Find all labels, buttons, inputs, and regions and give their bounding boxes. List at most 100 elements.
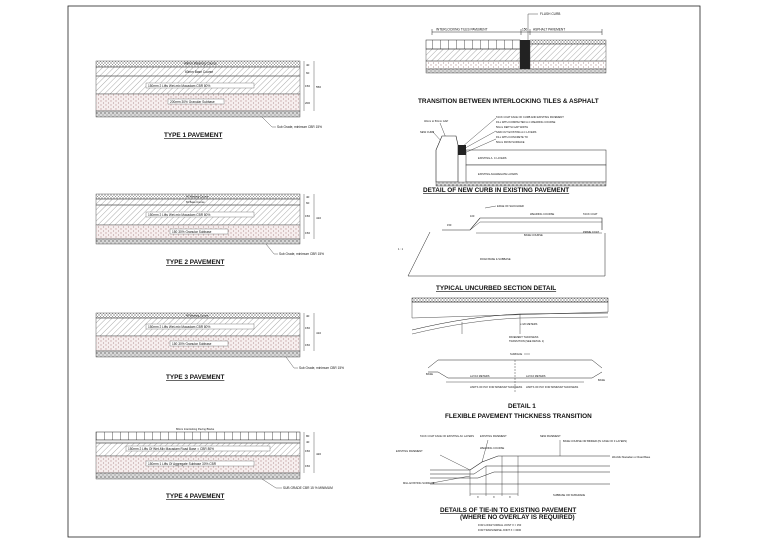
type-1-dim-total: 550 <box>316 85 321 89</box>
new-curb-layer-1: EXISTING A. C LAYERS <box>478 156 507 160</box>
type-1-dim-1: 40 <box>306 63 310 67</box>
type-2-layer-3: 150mm 2 Lifts Wet-mix Macadam CBR 80% <box>148 213 210 217</box>
uncurbed-ratio: 1 : 1 <box>398 247 404 251</box>
type-4-dim-total: 420 <box>316 452 321 456</box>
detail-1-length: L=20 METERS <box>520 322 538 326</box>
type-1-dim-4: 200 <box>305 101 310 105</box>
tiein-subtitle: (WHERE NO OVERLAY IS REQUIRED) <box>460 514 575 521</box>
type-4-dim-3: 150 <box>305 449 310 453</box>
detail-1-base-left: BASE <box>426 372 433 376</box>
type-2-dim-total: 410 <box>316 216 321 220</box>
tiein-subbase: SUBBASE OR SUBGRADE <box>553 493 585 497</box>
type-3-pavement: 40 Wearing Course 150mm 2 Lifts Wet-mix … <box>95 312 344 381</box>
detail-1-l-right: L/2=10 METERS <box>526 374 546 378</box>
detail-1-transition: TRANSITION (SEE DETAIL 1) <box>509 339 544 343</box>
tiein-tack-coat: TACK COAT FACE OF EXISTING AC LAYERS <box>420 434 474 438</box>
type-3-dim-total: 410 <box>316 331 321 335</box>
uncurbed-dim-100: 100 <box>470 214 475 218</box>
detail-1-limit-left: LIMITS OF PAY FOR MINIMUM THICKNESS <box>470 385 523 389</box>
new-curb-note-2: FILL WITH COMPACTED A.C WEARING COURSE <box>496 120 556 124</box>
detail-1-surface: SURFACE <box>510 352 523 356</box>
type-2-layer-2: 60 Base Course <box>186 200 205 204</box>
type-1-dim-3: 150 <box>305 84 310 88</box>
type-4-layer-2: 150mm 2 Lifts Of Wet-Mix Macadam Road Ba… <box>128 447 214 451</box>
type-3-title: TYPE 3 PAVEMENT <box>166 374 224 381</box>
detail-1-l-left: L/2=10 METERS <box>470 374 490 378</box>
tiein-new-pavement: NEW PAVEMENT <box>540 434 561 438</box>
type-3-dim-2: 150 <box>305 326 310 330</box>
type-4-dim-2: 40 <box>306 440 310 444</box>
detail-1-thickness: PAVEMENT THICKNESS <box>509 335 539 339</box>
uncurbed-wearing-course: WEARING COURSE <box>530 212 554 216</box>
new-curb-note-5: FILL WITH CONCRETE TO <box>496 135 528 139</box>
type-2-dim-2: 60 <box>306 201 310 205</box>
tiein-mill: MILL EXISTING SURFACE <box>403 481 435 485</box>
transition-right-label: ASPHALT PAVEMENT <box>533 28 565 32</box>
type-2-layer-4: 150 30% Granular Subbase <box>172 230 212 234</box>
new-curb-note-1: TACK COAT FACE OF CURB AND EXISTING PAVE… <box>496 115 564 119</box>
transition-left-label: INTERLOCKING TILES PAVEMENT <box>436 28 488 32</box>
uncurbed-dim-150: 150 <box>447 223 452 227</box>
new-curb-gap-label: 40mm to 50mm GAP <box>424 119 448 123</box>
new-curb-note-4: SAW CUT EXISTING A.C LAYERS <box>496 130 537 134</box>
tiein-existing-pavement-top: EXISTING PAVEMENT <box>480 434 507 438</box>
new-curb-note-6: 50mm FROM SURFACE <box>496 140 525 144</box>
type-3-layer-2: 150mm 2 Lifts Wet-mix Macadam CBR 80% <box>148 325 210 329</box>
type-1-dim-2: 60 <box>306 71 310 75</box>
type-3-layer-3: 150 30% Granular Subbase <box>172 342 212 346</box>
type-1-layer-4: 200mm 30% Granular Subbase <box>170 100 215 104</box>
type-4-subgrade: SUB GRADE CBR 15 % MINIMUM <box>283 486 333 490</box>
tiein-wet-mix: Wet-Mix Macadam or Road Base <box>612 455 651 459</box>
tiein-note-1: FOR LONGITUDINAL JOINT X = 150 <box>478 523 522 527</box>
type-4-layer-3: 150mm 1 Lifts Of Aggregate Subbase 30% C… <box>148 462 217 466</box>
type-4-dim-4: 150 <box>305 464 310 468</box>
tiein-x-3: X <box>509 495 511 499</box>
type-1-pavement: 40mm Wearing Course 60mm Base Course 150… <box>95 60 322 139</box>
transition-detail: INTERLOCKING TILES PAVEMENT 150 ASPHALT … <box>418 12 607 105</box>
type-4-pavement: 80mm Interlocking Paving Blocks 150mm 2 … <box>95 427 333 500</box>
type-4-dim-1: 80 <box>306 434 310 438</box>
type-1-layer-1: 40mm Wearing Course <box>184 62 217 66</box>
detail-1-limit-right: LIMITS OF PAY FOR MINIMUM THICKNESS <box>526 385 579 389</box>
uncurbed-prime-coat: PRIME COAT <box>583 230 599 234</box>
uncurbed-tack-coat: TACK COAT <box>583 212 598 216</box>
type-3-dim-1: 40 <box>306 314 310 318</box>
tiein-detail: TACK COAT FACE OF EXISTING AC LAYERS EXI… <box>396 434 651 532</box>
type-2-title: TYPE 2 PAVEMENT <box>166 259 224 266</box>
tiein-base-course: BASE COURSE OR BINDER (IN CASE OF 3 LAYE… <box>563 439 627 443</box>
tiein-wearing-course: WEARING COURSE <box>480 446 504 450</box>
type-2-pavement: 40 Wearing Course 60 Base Course 150mm 2… <box>95 193 324 266</box>
type-2-layer-1: 40 Wearing Course <box>186 195 209 199</box>
type-2-subgrade: Sub Grade, minimum CBR 15% <box>279 252 324 256</box>
new-curb-note-3: 50mm DEPTH GAP WIDTH <box>496 125 528 129</box>
uncurbed-detail: EDGE OF SHOULDER WEARING COURSE TACK COA… <box>398 204 606 292</box>
type-2-dim-1: 40 <box>306 195 310 199</box>
tiein-title: DETAILS OF TIE-IN TO EXISTING PAVEMENT <box>440 507 576 514</box>
transition-gap: 150 <box>522 28 528 32</box>
type-1-subgrade: Sub Grade, minimum CBR 15% <box>277 125 322 129</box>
type-3-dim-3: 150 <box>305 343 310 347</box>
tiein-x-1: X <box>477 495 479 499</box>
uncurbed-road-base: ROAD BASE & SUBBASE <box>480 257 511 261</box>
detail-1: L=20 METERS PAVEMENT THICKNESS TRANSITIO… <box>411 297 609 420</box>
transition-flush-curb: FLUSH CURB <box>540 12 560 16</box>
new-curb-layer-2: EXISTING AGGREGATE LAYERS <box>478 172 518 176</box>
new-curb-label: NEW CURB <box>420 130 434 134</box>
uncurbed-base-course: BASE COURSE <box>524 233 543 237</box>
type-3-layer-1: 40 Wearing Course <box>186 314 209 318</box>
type-2-dim-3: 150 <box>305 214 310 218</box>
type-3-subgrade: Sub Grade, minimum CBR 15% <box>299 366 344 370</box>
transition-title: TRANSITION BETWEEN INTERLOCKING TILES & … <box>418 98 599 105</box>
new-curb-title: DETAIL OF NEW CURB IN EXISTING PAVEMENT <box>423 187 569 194</box>
type-2-dim-4: 150 <box>305 231 310 235</box>
detail-1-base-right: BASE <box>598 378 605 382</box>
detail-1-title: DETAIL 1 <box>508 403 536 410</box>
type-1-layer-3: 150mm 2 Lifts Wet-mix Macadam CBR 80% <box>148 84 210 88</box>
tiein-existing-pavement-left: EXISTING PAVEMENT <box>396 449 423 453</box>
detail-1-subtitle: FLEXIBLE PAVEMENT THICKNESS TRANSITION <box>445 413 592 420</box>
type-1-title: TYPE 1 PAVEMENT <box>164 132 222 139</box>
uncurbed-edge-shoulder: EDGE OF SHOULDER <box>497 204 524 208</box>
type-1-layer-2: 60mm Base Course <box>185 70 213 74</box>
tiein-x-2: X <box>493 495 495 499</box>
uncurbed-title: TYPICAL UNCURBED SECTION DETAIL <box>436 285 556 292</box>
